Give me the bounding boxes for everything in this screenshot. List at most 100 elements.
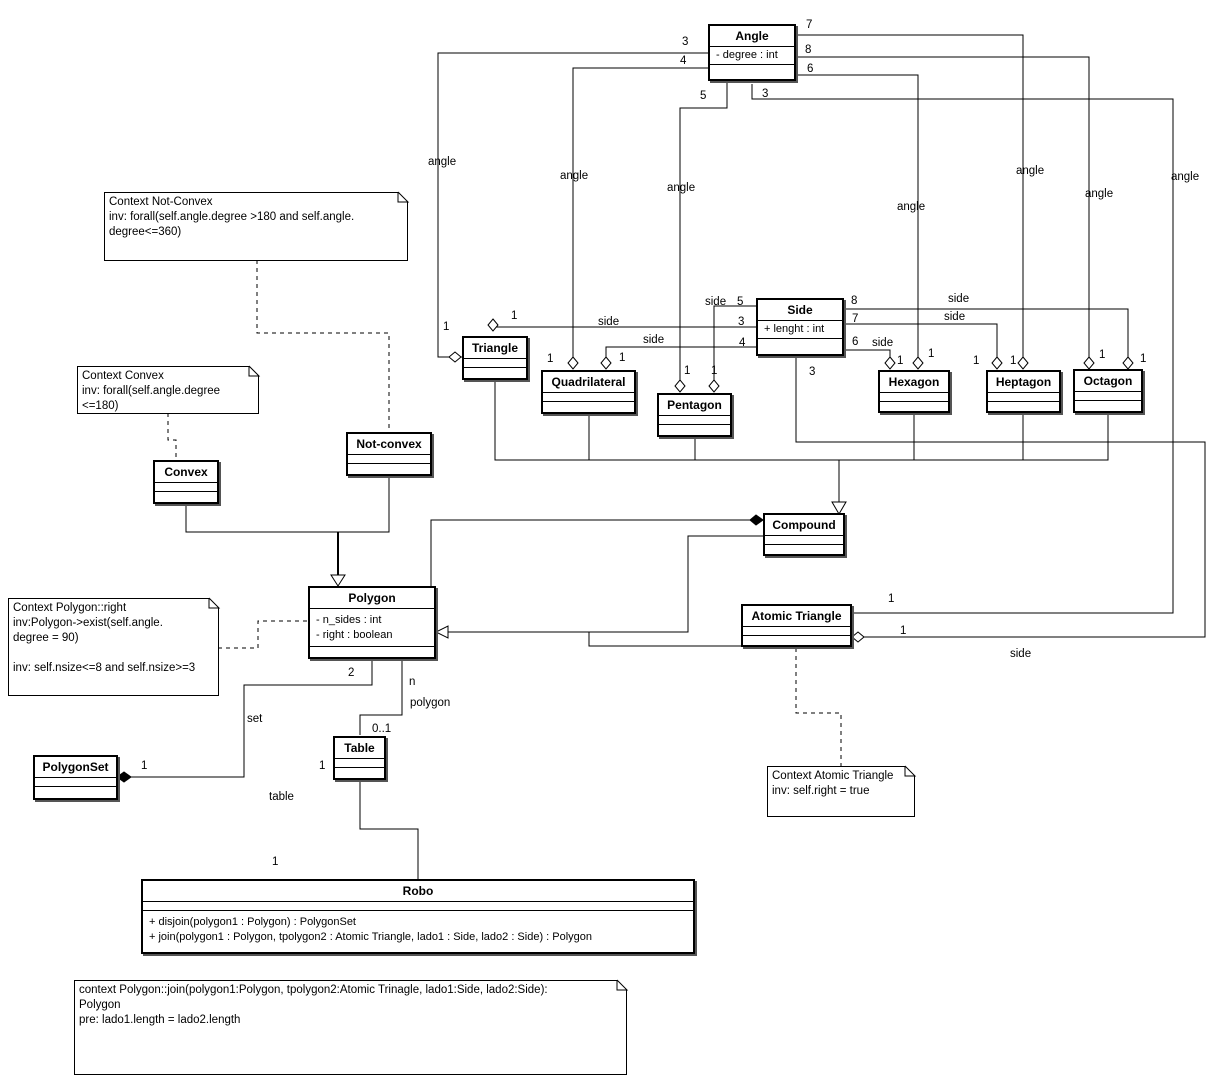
polygon-polygonset-association [130, 658, 373, 778]
class-table[interactable]: Table [333, 736, 386, 780]
multiplicity: 6 [852, 336, 859, 348]
generalization-compound-polygon [448, 535, 764, 633]
aggregation-diamond [1083, 356, 1095, 370]
attributes-section: - degree : int [710, 47, 794, 65]
class-pentagon[interactable]: Pentagon [657, 393, 732, 437]
role-angle: angle [1085, 188, 1114, 200]
operations-section [348, 464, 430, 472]
operations-section [464, 368, 526, 376]
class-octagon[interactable]: Octagon [1073, 369, 1143, 413]
note-join: context Polygon::join(polygon1:Polygon, … [74, 980, 627, 1075]
attributes-section [348, 455, 430, 464]
class-name: Octagon [1075, 371, 1141, 392]
generalization-atomic-polygon [588, 632, 741, 647]
class-angle[interactable]: Angle - degree : int [708, 24, 796, 81]
multiplicity: 0..1 [372, 723, 392, 735]
multiplicity: 3 [762, 88, 769, 100]
role-side: side [944, 311, 966, 323]
side-quadrilateral-association [605, 346, 756, 360]
operations-section [988, 402, 1059, 410]
class-quadrilateral[interactable]: Quadrilateral [541, 370, 636, 414]
multiplicity: 2 [348, 667, 355, 679]
class-name: Compound [765, 515, 843, 536]
role-angle: angle [1171, 171, 1200, 183]
role-side: side [872, 337, 894, 349]
role-side: side [643, 334, 665, 346]
attribute: - n_sides : int [316, 614, 382, 626]
angle-hexagon-association [796, 74, 919, 357]
multiplicity: 1 [973, 355, 980, 367]
role-set: set [247, 713, 263, 725]
generalization-triangle [330, 574, 346, 587]
aggregation-diamond [912, 356, 924, 370]
attributes-section [335, 759, 384, 768]
multiplicity: 8 [851, 295, 858, 307]
multiplicity: 1 [711, 365, 718, 377]
aggregation-diamond [991, 356, 1003, 370]
role-side: side [1010, 648, 1032, 660]
class-polygonset[interactable]: PolygonSet [33, 755, 118, 800]
class-atomic-triangle[interactable]: Atomic Triangle [741, 604, 852, 647]
multiplicity: 1 [1099, 349, 1106, 361]
class-name: Pentagon [659, 395, 730, 416]
role-angle: angle [428, 156, 457, 168]
class-name: Heptagon [988, 372, 1059, 393]
side-triangle-association [492, 322, 756, 328]
class-not-convex[interactable]: Not-convex [346, 432, 432, 476]
operations-section [659, 425, 730, 433]
multiplicity: 3 [682, 36, 689, 48]
class-heptagon[interactable]: Heptagon [986, 370, 1061, 413]
role-angle: angle [1016, 165, 1045, 177]
attributes-section [543, 393, 634, 402]
aggregation-diamond [674, 379, 686, 393]
class-name: Robo [143, 881, 693, 902]
class-hexagon[interactable]: Hexagon [878, 370, 950, 413]
role-angle: angle [667, 182, 696, 194]
attributes-section [1075, 392, 1141, 401]
class-name: Polygon [310, 588, 434, 609]
operations-section: + disjoin(polygon1 : Polygon) : PolygonS… [143, 911, 693, 946]
aggregation-diamond [851, 631, 865, 643]
aggregation-diamond [1017, 356, 1029, 370]
multiplicity: 1 [443, 321, 450, 333]
aggregation-diamond [708, 379, 720, 393]
class-name: Hexagon [880, 372, 948, 393]
class-polygon[interactable]: Polygon - n_sides : int - right : boolea… [308, 586, 436, 659]
multiplicity: 1 [547, 353, 554, 365]
operation: + join(polygon1 : Polygon, tpolygon2 : A… [149, 931, 593, 943]
attributes-section [988, 393, 1059, 402]
multiplicity: 7 [852, 313, 859, 325]
class-convex[interactable]: Convex [153, 460, 219, 504]
multiplicity: 1 [888, 593, 895, 605]
angle-heptagon-association [796, 34, 1024, 357]
table-robo-association [359, 780, 419, 880]
note-not-convex: Context Not-Convex inv: forall(self.angl… [104, 192, 408, 261]
note-anchors [167, 260, 842, 766]
operations-section [310, 647, 434, 655]
multiplicity: 7 [806, 19, 813, 31]
attributes-section [143, 902, 693, 911]
side-heptagon-association [844, 323, 998, 357]
class-side[interactable]: Side + lenght : int [756, 298, 844, 356]
class-triangle[interactable]: Triangle [462, 336, 528, 380]
class-name: Convex [155, 462, 217, 483]
multiplicity: 1 [1010, 355, 1017, 367]
class-robo[interactable]: Robo + disjoin(polygon1 : Polygon) : Pol… [141, 879, 695, 954]
multiplicity: 6 [807, 63, 814, 75]
angle-atomic-triangle-association [751, 84, 1174, 614]
multiplicity: 3 [809, 366, 816, 378]
role-angle: angle [897, 201, 926, 213]
operations-section [543, 402, 634, 410]
polygon-table-association [359, 658, 403, 735]
multiplicity: 8 [805, 44, 812, 56]
aggregation-diamond [487, 318, 499, 332]
arrowheads [116, 318, 1134, 783]
multiplicity: 1 [1140, 353, 1147, 365]
class-compound[interactable]: Compound [763, 513, 845, 556]
multiplicity: 1 [897, 355, 904, 367]
class-name: Angle [710, 26, 794, 47]
class-name: PolygonSet [35, 757, 116, 778]
operations-section [710, 65, 794, 73]
side-atomic-triangle-association [795, 357, 1206, 638]
